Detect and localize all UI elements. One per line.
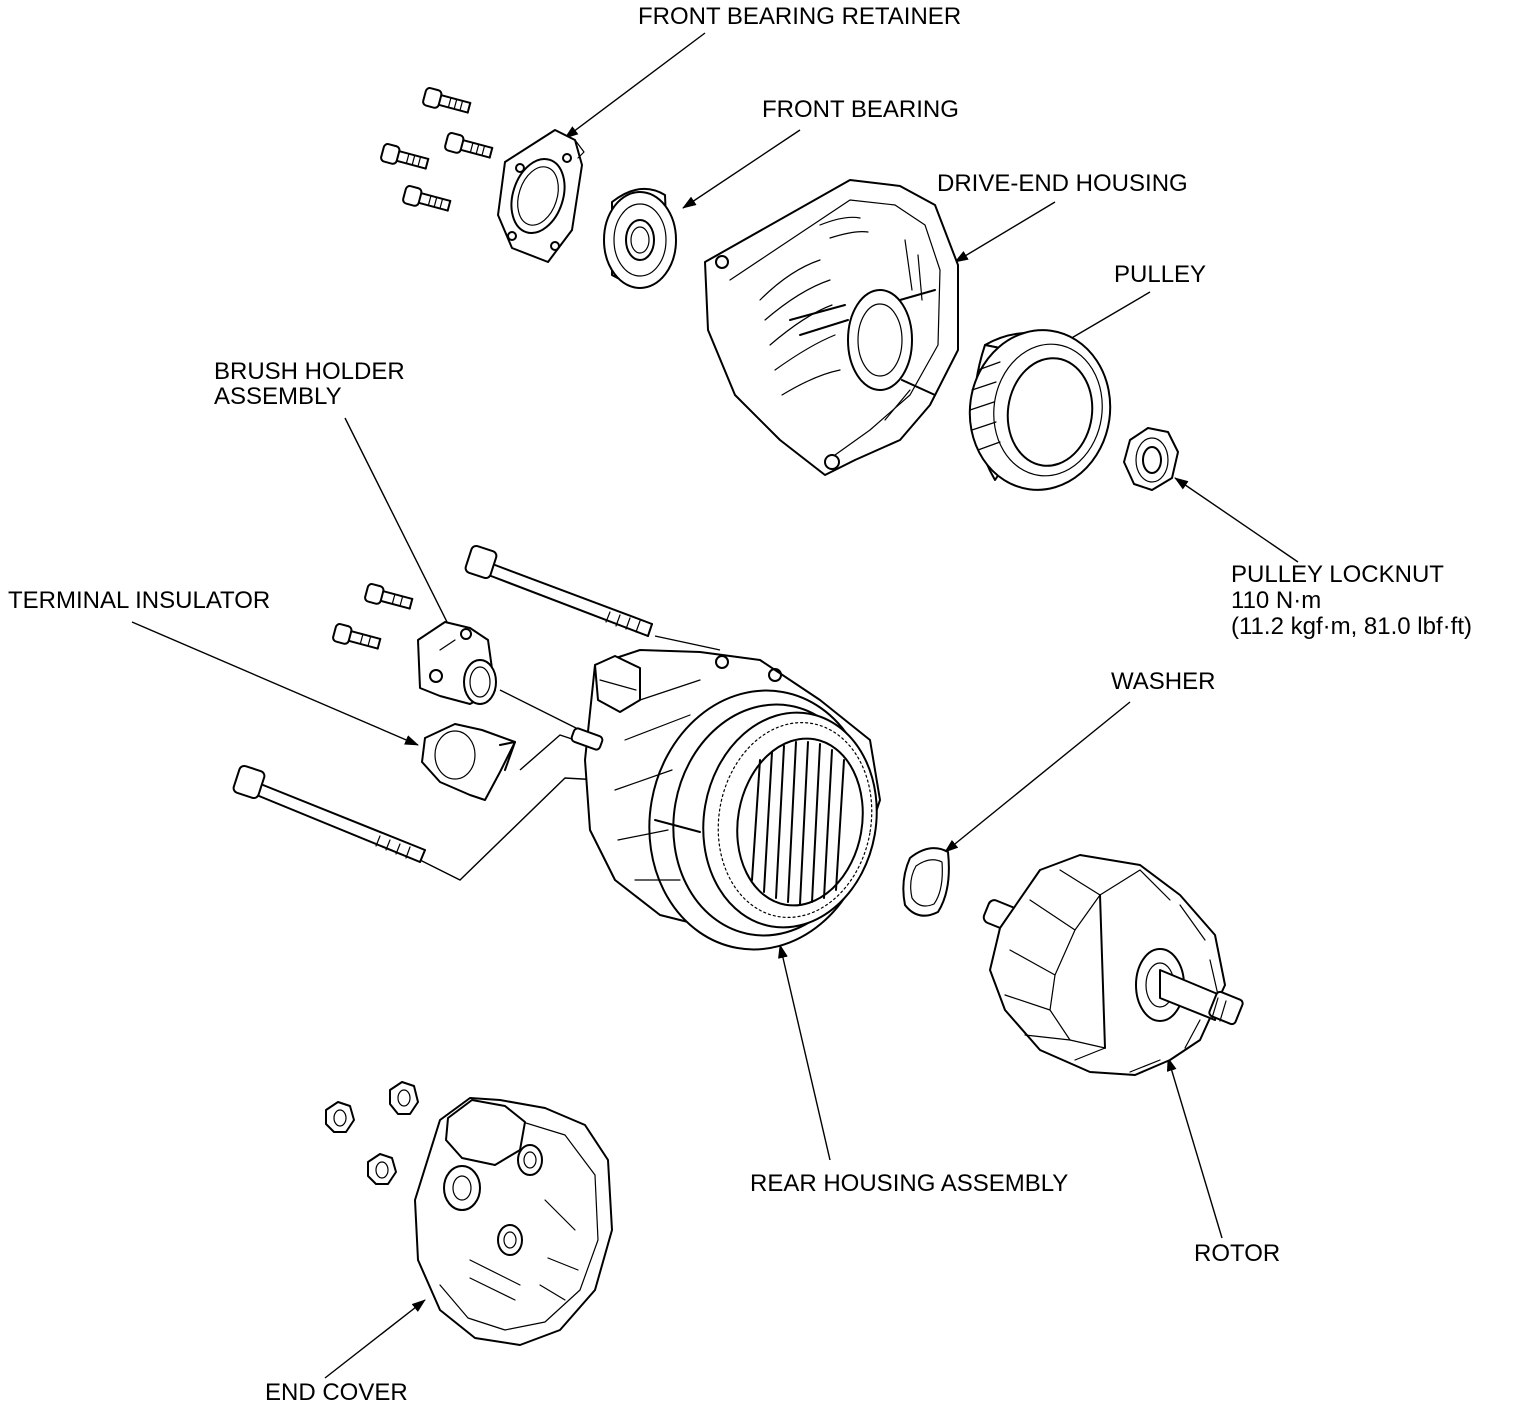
- through-bolt-lower: [232, 764, 426, 863]
- label-end-cover: END COVER: [265, 1379, 408, 1406]
- retainer-screws: [380, 87, 494, 212]
- label-pulley-locknut: PULLEY LOCKNUT: [1231, 561, 1444, 588]
- label-washer: WASHER: [1111, 668, 1216, 695]
- leader-washer: [944, 701, 1131, 853]
- label-brush-holder-line1: BRUSH HOLDER: [214, 358, 405, 385]
- label-front-bearing-retainer: FRONT BEARING RETAINER: [638, 3, 962, 30]
- rotor-part: [982, 854, 1244, 1076]
- label-pulley-locknut-torque: 110 N·m: [1231, 587, 1322, 614]
- label-front-bearing: FRONT BEARING: [762, 96, 959, 123]
- label-rear-housing-assembly: REAR HOUSING ASSEMBLY: [750, 1170, 1069, 1197]
- label-rotor: ROTOR: [1194, 1240, 1281, 1267]
- leader-terminal-insulator: [131, 621, 419, 746]
- label-brush-holder-line2: ASSEMBLY: [214, 383, 342, 410]
- leader-lines: [131, 32, 1299, 1379]
- label-terminal-insulator: TERMINAL INSULATOR: [8, 587, 271, 614]
- brush-holder-screws: [332, 583, 414, 650]
- leader-pulley-locknut: [1174, 477, 1299, 563]
- alignment-line-brush: [499, 689, 581, 731]
- front-bearing-retainer-part: [497, 129, 585, 263]
- screw-3: [380, 143, 430, 170]
- alignment-line-lower-bolt: [419, 777, 601, 881]
- end-cover-nuts: [325, 1081, 419, 1185]
- terminal-insulator-part: [421, 723, 516, 801]
- pulley-locknut-part: [1123, 427, 1179, 491]
- nut-1: [325, 1101, 355, 1133]
- screw-1: [422, 87, 472, 114]
- leader-pulley: [1057, 291, 1151, 347]
- leader-end-cover: [324, 1299, 426, 1379]
- washer-part: [902, 847, 950, 917]
- nut-3: [367, 1153, 397, 1185]
- leader-front-bearing-retainer: [564, 32, 706, 139]
- brush-screw-2: [332, 623, 382, 650]
- end-cover-part: [414, 1097, 613, 1346]
- brush-screw-1: [364, 583, 414, 610]
- screw-4: [402, 185, 452, 212]
- through-bolts: [232, 544, 653, 863]
- alignment-line-upper-bolt: [654, 635, 721, 651]
- drive-end-housing-part: [704, 179, 959, 476]
- label-drive-end-housing: DRIVE-END HOUSING: [937, 170, 1188, 197]
- leader-brush-holder: [344, 417, 456, 639]
- label-pulley-locknut-torque-alt: (11.2 kgf·m, 81.0 lbf·ft): [1231, 613, 1472, 640]
- brush-holder-part: [417, 621, 497, 705]
- leader-front-bearing: [682, 129, 801, 209]
- rear-housing-assembly-part: [570, 649, 881, 951]
- label-pulley: PULLEY: [1114, 261, 1207, 288]
- alignment-line-insulator: [519, 734, 576, 771]
- leader-rotor: [1166, 1057, 1223, 1239]
- front-bearing-part: [603, 187, 677, 289]
- nut-2: [389, 1081, 419, 1115]
- screw-2: [444, 132, 494, 159]
- pulley-part: [968, 329, 1112, 491]
- leader-rear-housing: [778, 944, 831, 1161]
- stator-windings: [751, 741, 845, 905]
- leader-drive-end-housing: [954, 201, 1056, 263]
- through-bolt-upper: [464, 544, 653, 637]
